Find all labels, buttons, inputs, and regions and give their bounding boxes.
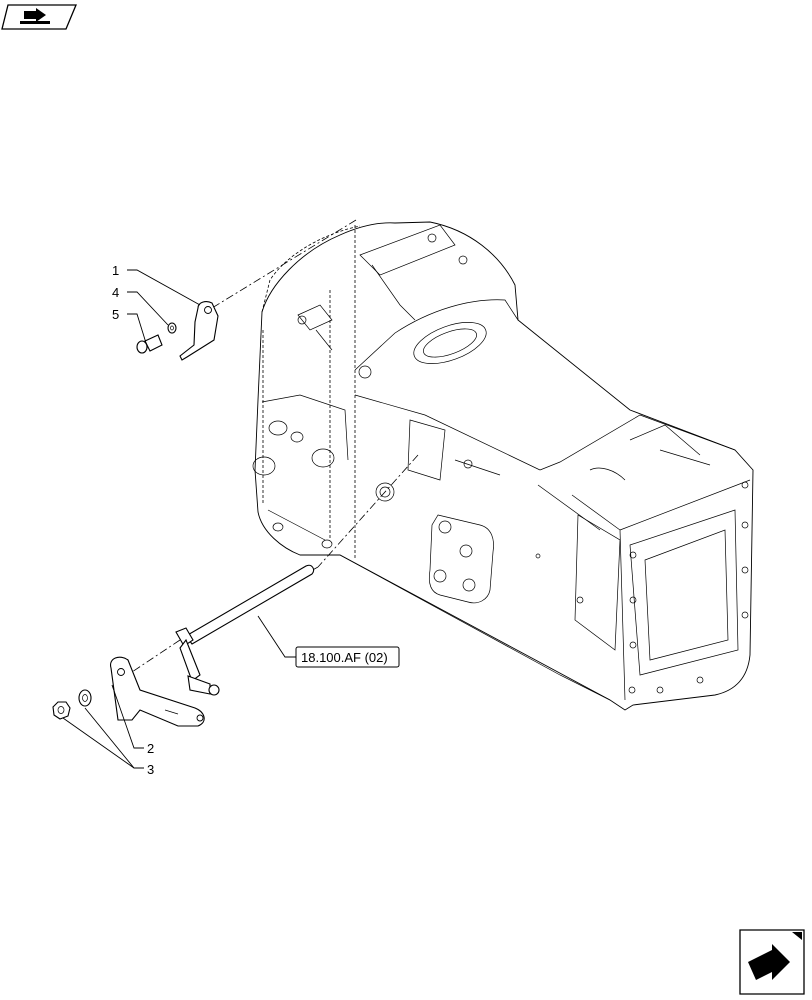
washer-nut-part-3 (52, 689, 92, 720)
previous-page-arrow-icon[interactable] (1, 4, 77, 30)
callout-1: 1 (112, 263, 119, 278)
callout-4: 4 (112, 285, 119, 300)
washer-part-4 (167, 322, 177, 334)
reference-label: 18.100.AF (02) (301, 650, 388, 665)
next-page-arrow-icon[interactable] (739, 929, 805, 995)
callout-2: 2 (147, 741, 154, 756)
leader-lines (62, 269, 296, 769)
bracket-part-1 (179, 301, 219, 361)
callout-3: 3 (147, 762, 154, 777)
lever-part-2 (109, 656, 205, 727)
callout-5: 5 (112, 307, 119, 322)
housing-outline (254, 221, 754, 711)
reference-label-box[interactable]: 18.100.AF (02) (295, 646, 400, 668)
cross-shaft (175, 564, 315, 696)
transmission-housing (252, 221, 754, 711)
bolt-part-5 (136, 334, 163, 354)
